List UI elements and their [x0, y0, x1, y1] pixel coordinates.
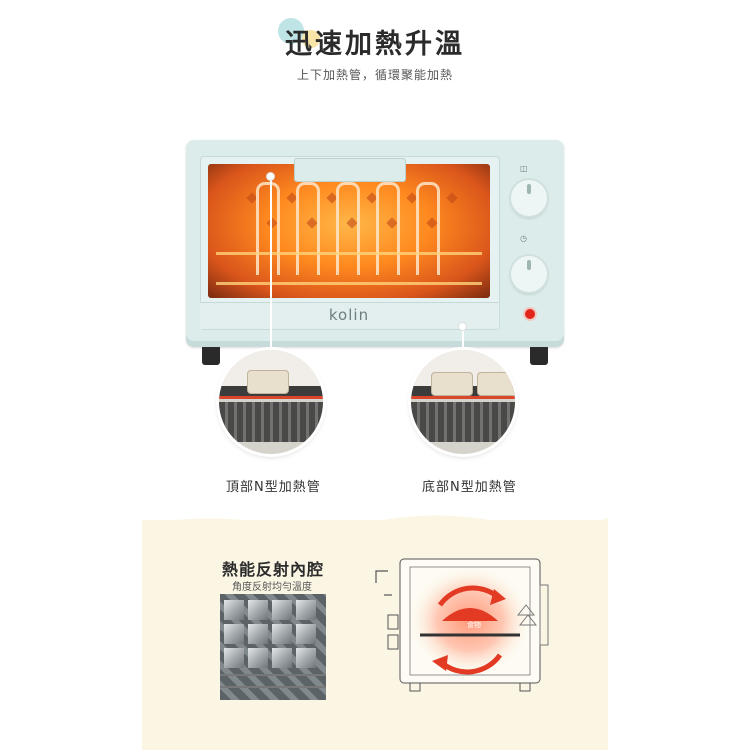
top-heater-closeup [219, 350, 323, 454]
reflect-subtitle: 角度反射均勻溫度 [232, 582, 312, 593]
brand-logo: kolin [328, 306, 370, 324]
door-bottom-panel [200, 302, 498, 329]
function-icon: ◫ [520, 164, 528, 173]
callout-line-top [270, 176, 272, 348]
heat-flow-arrow [416, 182, 440, 275]
top-heater-caption: 頂部N型加熱管 [226, 480, 321, 495]
reflect-title: 熱能反射內腔 [222, 560, 325, 579]
heat-flow-arrow [336, 182, 360, 275]
wave-edge [142, 515, 608, 532]
oven-illustration: kolin ◫ ◷ [186, 140, 564, 365]
heat-circulation-diagram [375, 558, 549, 692]
page-subtitle: 上下加熱管，循環聚能加熱 [296, 68, 453, 82]
callout-dot-bottom [458, 322, 467, 331]
oven-rack [216, 252, 482, 255]
heat-flow-arrow [376, 182, 400, 275]
heat-flow-arrow [256, 182, 280, 275]
knob-indicator [527, 184, 531, 194]
reflector-stud [446, 192, 458, 204]
page-title: 迅速加熱升溫 [285, 29, 465, 60]
title-decoration-dot [278, 18, 304, 44]
temperature-knob [511, 180, 547, 216]
timer-icon: ◷ [520, 234, 527, 243]
oven-foot [530, 347, 548, 365]
bottom-heater-caption: 底部N型加熱管 [422, 480, 517, 495]
oven-foot [202, 347, 220, 365]
door-handle [294, 158, 406, 182]
oven-rack [216, 282, 482, 285]
power-indicator-light [525, 309, 535, 319]
title-decoration-dot [302, 30, 320, 48]
callout-dot-top [266, 172, 275, 181]
food-label: 食物 [467, 621, 481, 629]
reflective-cavity-photo [220, 594, 326, 700]
title-wrap: 迅速加熱升溫 [0, 22, 750, 61]
knob-indicator [527, 260, 531, 270]
control-panel: ◫ ◷ [504, 156, 554, 328]
heat-flow-arrow [296, 182, 320, 275]
bottom-heater-closeup [411, 350, 515, 454]
callout-line-bottom [462, 326, 464, 348]
oven-window [208, 164, 490, 298]
timer-knob [511, 256, 547, 292]
